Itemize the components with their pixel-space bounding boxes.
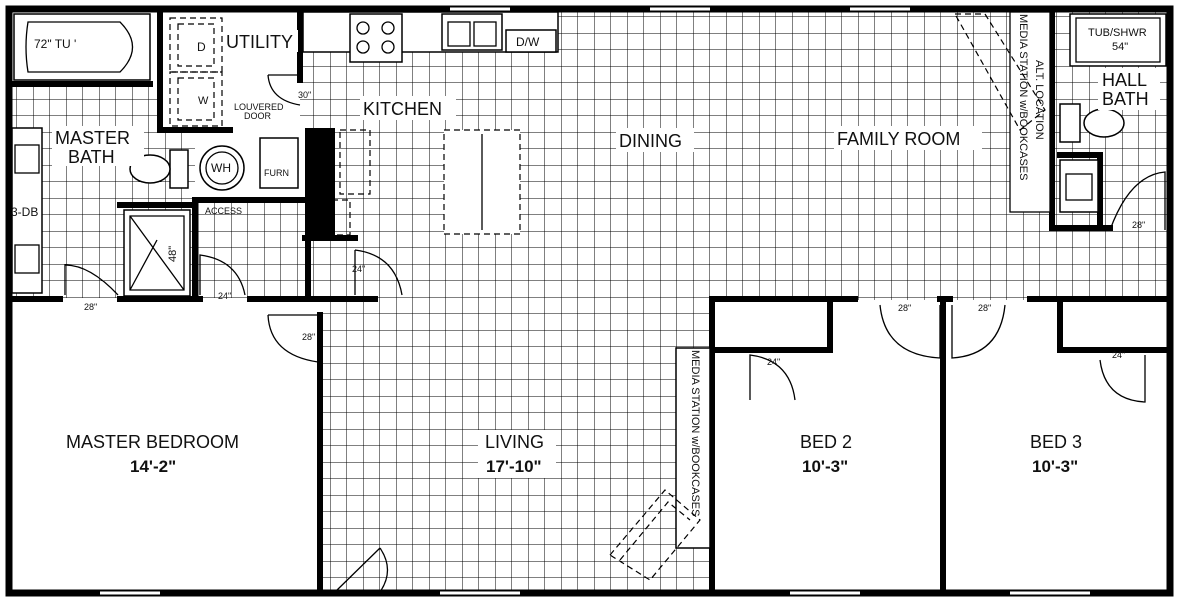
tub-shwr-label: TUB/SHWR [1088,27,1147,39]
dishwasher-label: D/W [516,35,540,49]
walkin-door-label: 24" [218,291,231,301]
master-bath-label-1: MASTER [55,128,130,148]
bed2-label: BED 2 [800,432,852,452]
master-bed-door-label: 28" [302,332,315,342]
furnace-label: FURN [264,168,289,178]
tub-shwr-size: 54" [1112,41,1128,53]
util-door-label: 30" [298,90,311,100]
utility-floor [198,200,308,298]
media-family-label: MEDIA STATION w/BOOKCASES [1017,14,1029,180]
furnace: FURN [259,137,299,189]
windows [100,7,1090,595]
bed3-closet-door-label: 24" [1112,350,1125,360]
master-tub: 72" TU ' [13,13,151,81]
shower-label: 48" [167,246,179,262]
media-station-family: MEDIA STATION w/BOOKCASES ALT. LOCATION [953,11,1051,213]
laundry: D W [169,17,223,127]
master-bedroom-label: MASTER BEDROOM [66,432,239,452]
master-vanity: 3-DB [11,127,43,294]
refrigerator [339,129,371,195]
master-shower: 48" [123,209,191,297]
water-heater: WH [199,145,245,191]
louvered-label-2: DOOR [244,111,272,121]
hall-bath-label-2: BATH [1102,89,1149,109]
dryer-label: D [197,40,206,54]
kitchen-sink [441,13,503,51]
hall-bath-door-label: 28" [1132,220,1145,230]
washer-label: W [198,95,209,107]
room-labels: UTILITY KITCHEN DINING FAMILY ROOM MASTE… [52,30,1160,478]
kitchen-closet-door-label: 24" [352,264,365,274]
kitchen-label: KITCHEN [363,99,442,119]
access-label: ACCESS [205,206,242,216]
dishwasher: D/W [505,29,557,53]
family-room-label: FAMILY ROOM [837,129,960,149]
bed3-dim: 10'-3" [1032,457,1078,476]
master-bath-door-label: 28" [84,302,97,312]
hall-sink [1059,159,1099,213]
bed2-closet-door-label: 24" [767,357,780,367]
bed2-door-label: 28" [898,303,911,313]
tub-label: 72" TU ' [34,37,76,51]
hall-bath-label-1: HALL [1102,70,1147,90]
pantry [311,199,351,236]
utility-label: UTILITY [226,32,293,52]
louvered-label-1: LOUVERED [234,102,284,112]
media-station-living: MEDIA STATION w/BOOKCASES [609,347,711,581]
door-swings [64,74,1166,593]
dining-label: DINING [619,131,682,151]
kitchen-island [443,129,521,235]
water-heater-label: WH [211,161,231,175]
living-label: LIVING [485,432,544,452]
hall-toilet [1059,103,1125,143]
hall-tub: TUB/SHWR 54" [1069,13,1167,67]
master-bath-label-2: BATH [68,147,115,167]
bed3-label: BED 3 [1030,432,1082,452]
master-bedroom-dim: 14'-2" [130,457,176,476]
bed3-door-label: 28" [978,303,991,313]
stove [349,13,403,63]
bed2-dim: 10'-3" [802,457,848,476]
three-db-label: 3-DB [11,205,38,219]
interior-walls [6,9,1173,595]
media-living-label: MEDIA STATION w/BOOKCASES [689,350,701,516]
living-dim: 17'-10" [486,457,542,476]
